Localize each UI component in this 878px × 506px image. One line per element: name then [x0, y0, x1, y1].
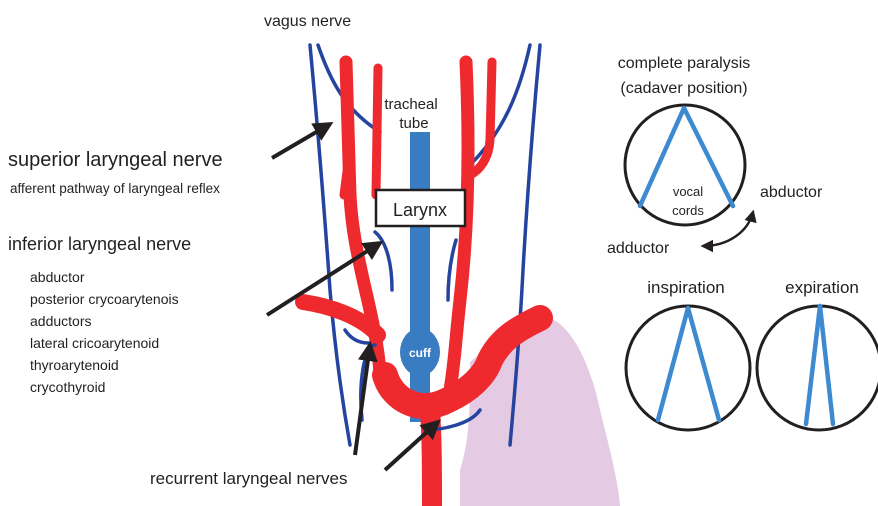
tracheal-label-1: tracheal: [384, 96, 437, 113]
muscle-item: crycothyroid: [30, 379, 105, 395]
vagus-nerve-label: vagus nerve: [264, 13, 351, 30]
expiration-label: expiration: [785, 278, 859, 297]
paralysis-label-2: (cadaver position): [620, 80, 747, 97]
muscle-item: lateral cricoarytenoid: [30, 335, 159, 351]
larynx-label: Larynx: [393, 200, 447, 220]
afferent-label: afferent pathway of laryngeal reflex: [10, 181, 220, 196]
inspiration-glottis-circle: [626, 306, 750, 430]
muscle-item: abductor: [30, 269, 85, 285]
muscle-item: adductors: [30, 313, 91, 329]
muscle-list: abductor posterior crycoarytenois adduct…: [30, 269, 179, 395]
recurrent-nerves-label: recurrent laryngeal nerves: [150, 469, 347, 488]
vocal-label-2: cords: [672, 203, 704, 218]
vocal-label-1: vocal: [673, 184, 703, 199]
muscle-item: posterior crycoarytenois: [30, 291, 179, 307]
adductor-label: adductor: [607, 240, 670, 257]
inspiration-label: inspiration: [647, 278, 725, 297]
cuff-label: cuff: [409, 346, 432, 360]
tracheal-tube: [410, 132, 430, 422]
tracheal-label-2: tube: [399, 115, 428, 132]
recurrent-arrow-left: [355, 345, 370, 455]
superior-arrow: [272, 124, 330, 158]
superior-nerve-label: superior laryngeal nerve: [8, 149, 223, 171]
abductor-label: abductor: [760, 184, 823, 201]
paralysis-label-1: complete paralysis: [618, 55, 751, 72]
inferior-nerve-label: inferior laryngeal nerve: [8, 234, 191, 254]
muscle-item: thyroarytenoid: [30, 357, 119, 373]
